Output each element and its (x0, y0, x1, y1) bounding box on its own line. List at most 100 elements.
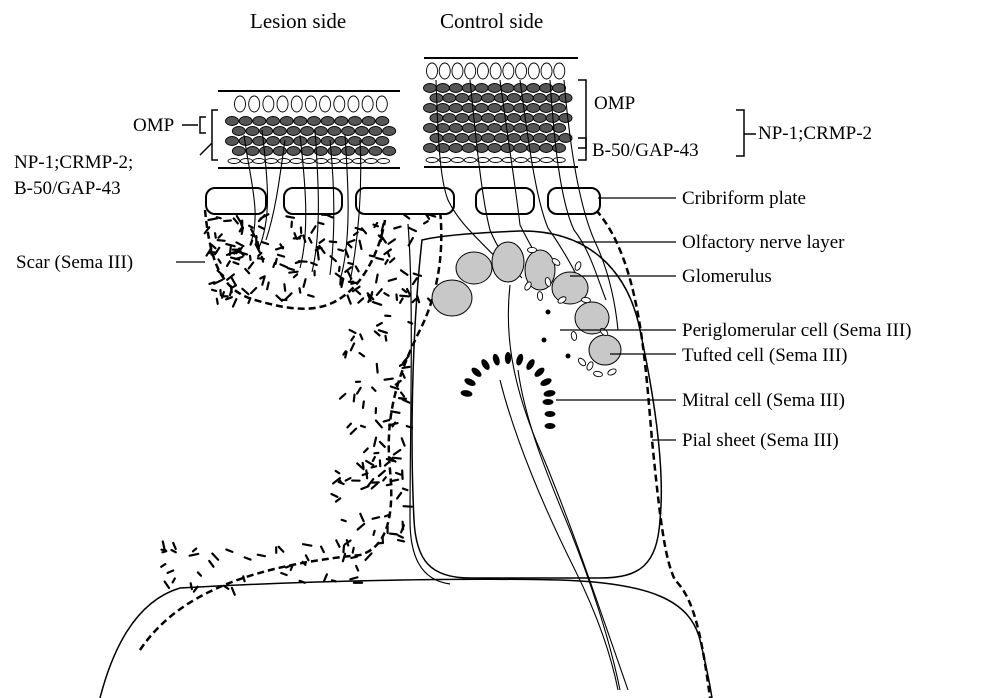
scar-fibre (318, 223, 323, 225)
scar-fibre (227, 261, 230, 266)
scar-fibre (348, 296, 351, 304)
scar-fibre (215, 233, 216, 237)
mitral-cell (533, 366, 546, 379)
scar-fibre (396, 473, 401, 475)
epithelial-cell (365, 159, 377, 164)
epithelial-cell (528, 158, 540, 163)
scar-fibre (251, 288, 256, 293)
epithelial-cell (477, 63, 488, 79)
scar-fibre (358, 524, 365, 530)
scar-fibre (401, 525, 404, 532)
glomeruli (432, 242, 621, 365)
scar-fibre (235, 257, 242, 259)
periglomerular-cell (574, 261, 582, 271)
epithelial-cell (546, 134, 559, 143)
epithelial-cell (520, 134, 533, 143)
scar-fibre (284, 284, 285, 291)
epithelial-cell (362, 137, 375, 146)
scar-fibre (286, 565, 291, 567)
scar-tissue (161, 214, 435, 595)
scar-fibre (363, 401, 364, 407)
scar-fibre (407, 289, 410, 296)
scar-fibre (381, 237, 382, 241)
scar-fibre (299, 288, 300, 292)
epithelial-cell (456, 134, 469, 143)
cribriform-plate (206, 188, 600, 214)
epithelial-cell (514, 104, 527, 113)
scar-fibre (262, 242, 268, 244)
epithelial-cell (263, 96, 274, 112)
scar-fibre (339, 267, 340, 271)
epithelial-cell (507, 114, 520, 123)
mitral-cell (525, 358, 537, 372)
scar-fibre (319, 246, 324, 253)
scar-fibre (413, 278, 417, 284)
epithelial-cell (443, 114, 456, 123)
scar-fibre (389, 239, 395, 243)
scar-fibre (219, 234, 222, 237)
epithelial-cell (488, 84, 501, 93)
mitral-cells (460, 352, 556, 429)
scar-fibre (237, 216, 240, 221)
epithelial-cell (278, 159, 290, 164)
np1-crmp2-label-right: NP-1;CRMP-2 (758, 123, 872, 144)
scar-fibre (331, 494, 337, 497)
epithelial-cell (482, 94, 495, 103)
epithelial-cell (308, 137, 321, 146)
epithelial-cell (335, 117, 348, 126)
scar-fibre (401, 270, 408, 275)
epithelial-cell (348, 96, 359, 112)
scar-fibre (356, 266, 359, 271)
epithelial-cell (328, 159, 340, 164)
scar-fibre (360, 514, 363, 521)
scar-fibre (281, 573, 286, 575)
epithelial-cell (540, 104, 553, 113)
epithelial-cell (482, 134, 495, 143)
scar-fibre (351, 429, 356, 434)
scar-fibre (356, 566, 358, 571)
scar-fibre (240, 221, 241, 225)
scar-fibre (358, 298, 363, 302)
scar-fibre (373, 302, 381, 305)
control-immature-cells (424, 84, 573, 163)
scar-fibre (398, 535, 403, 537)
scar-fibre (208, 218, 217, 220)
mitral-cell (545, 411, 556, 417)
scar-fibre (276, 296, 282, 301)
scar-fibre (356, 291, 360, 294)
periglomerular-cell (571, 331, 578, 341)
epithelial-cell (294, 117, 307, 126)
scar-fibre (217, 299, 218, 304)
epithelial-cell (443, 134, 456, 143)
scar-fibre (168, 570, 174, 572)
scar-fibre (375, 331, 380, 335)
scar-fibre (394, 450, 400, 454)
epithelial-cell (301, 127, 314, 136)
scar-fibre (336, 540, 339, 546)
epithelial-cell (533, 134, 546, 143)
epithelial-cell (232, 127, 245, 136)
epithelial-cell (265, 159, 277, 164)
scar-fibre (250, 256, 251, 260)
epithelial-cell (436, 104, 449, 113)
epithelial-cell (436, 84, 449, 93)
np1-bracket-right (736, 110, 756, 156)
b50-gap43-label-right: B-50/GAP-43 (592, 140, 699, 161)
periglomerular-cell (593, 371, 603, 378)
epithelial-cell (475, 84, 488, 93)
scar-fibre (294, 274, 297, 277)
scar-fibre (372, 466, 376, 467)
epithelial-cell (376, 137, 389, 146)
scar-fibre (390, 534, 397, 535)
b50-gap43-label-left: B-50/GAP-43 (14, 178, 121, 199)
scar-fibre (346, 478, 351, 481)
scar-fibre (389, 279, 396, 281)
scar-fibre (377, 364, 378, 373)
scar-fibre (279, 547, 284, 552)
epithelial-cell (260, 147, 273, 156)
epithelial-cell (232, 147, 245, 156)
scar-fibre (377, 323, 382, 326)
scar-fibre (209, 561, 213, 567)
mitral-cell (543, 389, 556, 397)
